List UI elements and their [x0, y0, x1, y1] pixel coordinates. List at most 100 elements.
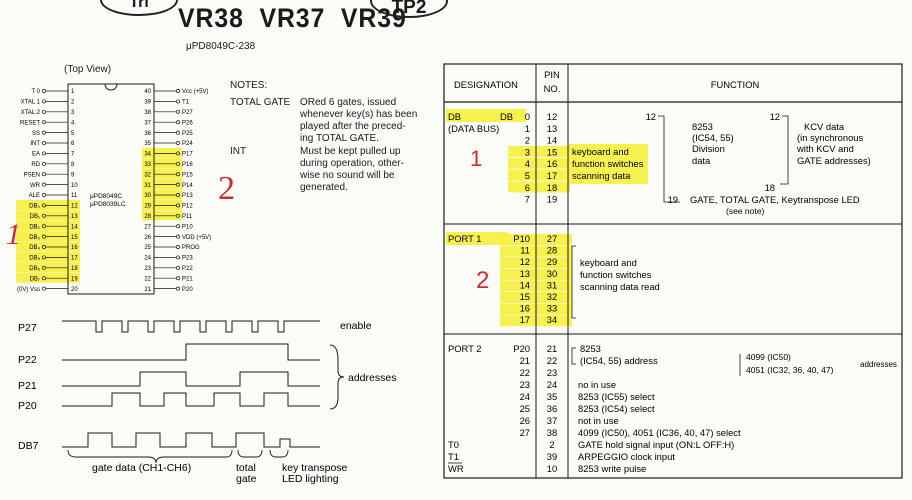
port2-bit: 24	[520, 391, 530, 402]
port1-bit: 13	[520, 268, 530, 279]
port1-bit: P10	[513, 233, 530, 244]
kcv-bracket	[780, 115, 789, 185]
pin-name: T1	[182, 100, 190, 106]
pin-name: P26	[182, 120, 193, 126]
port2-bit: 21	[520, 355, 530, 366]
port2-bit: 26	[520, 415, 530, 426]
pin-terminal	[42, 130, 46, 135]
pin-highlight	[142, 179, 182, 190]
led-lighting-label: LED lighting	[282, 473, 339, 485]
port2-pin: 38	[547, 427, 557, 438]
pin-terminal	[42, 234, 46, 239]
header: Tri VR38 VR37 VR39 TP2 μPD8049C-238	[0, 0, 912, 52]
pin-name: P23	[182, 256, 193, 262]
pin-number: 16	[71, 245, 78, 251]
db-pin: 12	[547, 111, 557, 122]
pin-number: 18	[71, 266, 78, 272]
pin-number: 31	[144, 183, 151, 189]
pin-name: DB₀	[29, 204, 40, 210]
pin-name: DB₇	[30, 276, 40, 282]
note-line: whenever key(s) has been	[300, 109, 418, 120]
pin-highlight	[142, 210, 182, 221]
pin-name: DB₄	[29, 245, 40, 251]
notes: NOTES: TOTAL GATE ORed 6 gates, issued w…	[230, 80, 417, 193]
pin-terminal	[176, 161, 180, 166]
pin-name: INT	[30, 141, 40, 147]
table-frame	[443, 63, 903, 479]
pin-terminal	[176, 265, 180, 270]
db-bit: 4	[525, 158, 530, 169]
pin-highlight	[142, 168, 182, 179]
note-line: wise no sound will be	[300, 170, 395, 181]
highlight-db-header	[446, 109, 526, 122]
pin-highlight	[142, 158, 182, 169]
pin-number: 1	[71, 89, 75, 95]
pin-number: 11	[71, 193, 78, 199]
func-keyboard: function switches	[572, 158, 644, 169]
pin-number: 5	[71, 131, 75, 137]
pin-terminal	[176, 255, 180, 260]
pin-name: XTAL 2	[21, 110, 41, 116]
note-line: during operation, other-	[300, 158, 404, 169]
note-total-gate-text: ORed 6 gates, issued whenever key(s) has…	[300, 97, 420, 145]
pin-name: P24	[182, 141, 193, 147]
pin-name: DB₁	[30, 214, 40, 220]
port2-func: 4099 (IC50), 4051 (IC36, 40, 47) select	[578, 427, 741, 438]
pin-terminal	[176, 172, 180, 177]
port1-func: scanning data read	[580, 281, 660, 292]
pin-name: DB₃	[29, 235, 40, 241]
func-8253: Division	[692, 143, 725, 154]
pin-name: P27	[182, 110, 193, 116]
db-bit: 1	[525, 123, 530, 134]
pin-number: 4	[71, 120, 75, 126]
pin-highlight	[142, 199, 182, 210]
port1-pin: 30	[547, 268, 557, 279]
db-pin: 14	[547, 135, 557, 146]
pin-terminal	[42, 109, 46, 114]
func-kcv: GATE addresses)	[797, 155, 871, 166]
db-bit: 6	[525, 182, 530, 193]
pin-name: P21	[182, 276, 193, 282]
transpose-bracket	[269, 449, 289, 458]
signal-label: P22	[18, 354, 37, 366]
pin-number: 40	[144, 89, 151, 95]
chip-id: μPD8049C-238	[186, 41, 256, 52]
pin-terminal	[42, 182, 46, 187]
pin-number: 34	[144, 152, 151, 158]
pin-name: P20	[182, 287, 193, 293]
signal-trace-db7	[62, 432, 320, 448]
note-line: generated.	[300, 182, 348, 193]
port2-pin: 23	[547, 367, 557, 378]
enable-label: enable	[340, 320, 372, 332]
db-annotation: 1	[470, 146, 482, 171]
pin-number: 21	[144, 287, 151, 293]
pin-terminal	[176, 276, 180, 281]
func-8253: data	[692, 155, 711, 166]
db-pin: 16	[547, 158, 557, 169]
pin-terminal	[176, 234, 180, 239]
func-8253: 8253	[692, 121, 713, 132]
pin-highlight	[16, 220, 80, 231]
pin-number: 13	[71, 214, 78, 220]
gate-label: gate	[236, 473, 257, 485]
func-8253: (IC54, 55)	[692, 132, 734, 143]
port1-bit: 17	[520, 314, 530, 325]
db-bracket	[663, 198, 680, 203]
notes-heading: NOTES:	[230, 80, 268, 91]
db-marker: 19	[668, 194, 678, 205]
pin-terminal	[176, 203, 180, 208]
port1-func: keyboard and	[580, 257, 637, 268]
db-pin: 18	[547, 182, 557, 193]
pin-number: 23	[144, 266, 151, 272]
pin-highlight	[16, 251, 80, 262]
pin-number: 28	[144, 214, 151, 220]
pin-terminal	[42, 89, 46, 93]
pin-terminal	[176, 99, 180, 104]
pin-terminal	[42, 161, 46, 166]
pin-name: P13	[182, 193, 193, 199]
pin-number: 32	[144, 172, 151, 178]
pin-name: Vcc (+5V)	[182, 89, 209, 95]
db-bracket	[658, 115, 665, 198]
pinout-view-label: (Top View)	[64, 64, 112, 75]
